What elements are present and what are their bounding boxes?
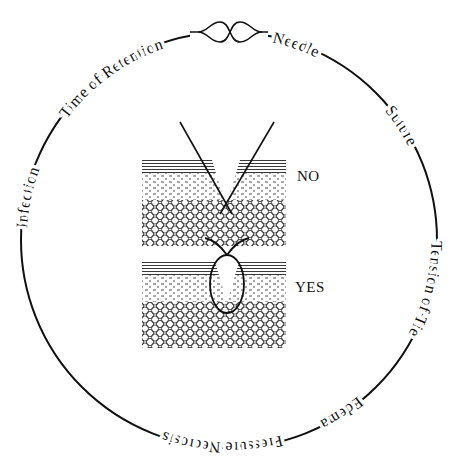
ring-label-text: Suture bbox=[382, 102, 421, 149]
ring-label-text: Pressure Necrosis bbox=[159, 429, 284, 457]
ring-label: Time of Retention bbox=[56, 35, 166, 121]
ring-label-text: Edema bbox=[318, 394, 366, 434]
suture-yes bbox=[205, 238, 249, 313]
ring-label: Pressure Necrosis bbox=[159, 429, 284, 457]
verdict-label: NO bbox=[297, 168, 320, 185]
tissue-block-no bbox=[142, 160, 286, 246]
ring-label: Edema bbox=[318, 394, 366, 434]
tissue-block-yes bbox=[142, 262, 286, 348]
knot-symbol bbox=[190, 22, 268, 42]
ring-label: Needle bbox=[271, 29, 322, 61]
ring-label: Infection bbox=[13, 164, 42, 228]
ring-label-text: Time of Retention bbox=[56, 35, 166, 121]
ring-label: Tension of Tie bbox=[406, 241, 446, 341]
suture-no bbox=[180, 122, 274, 214]
ring-line bbox=[21, 32, 437, 448]
ring-label-text: Needle bbox=[271, 29, 322, 61]
knot-ground bbox=[190, 18, 268, 46]
verdict-label: YES bbox=[295, 279, 325, 296]
ring-label-text: Tension of Tie bbox=[406, 241, 446, 341]
ring-label: Suture bbox=[382, 102, 421, 149]
ring-label-text: Infection bbox=[13, 164, 42, 228]
